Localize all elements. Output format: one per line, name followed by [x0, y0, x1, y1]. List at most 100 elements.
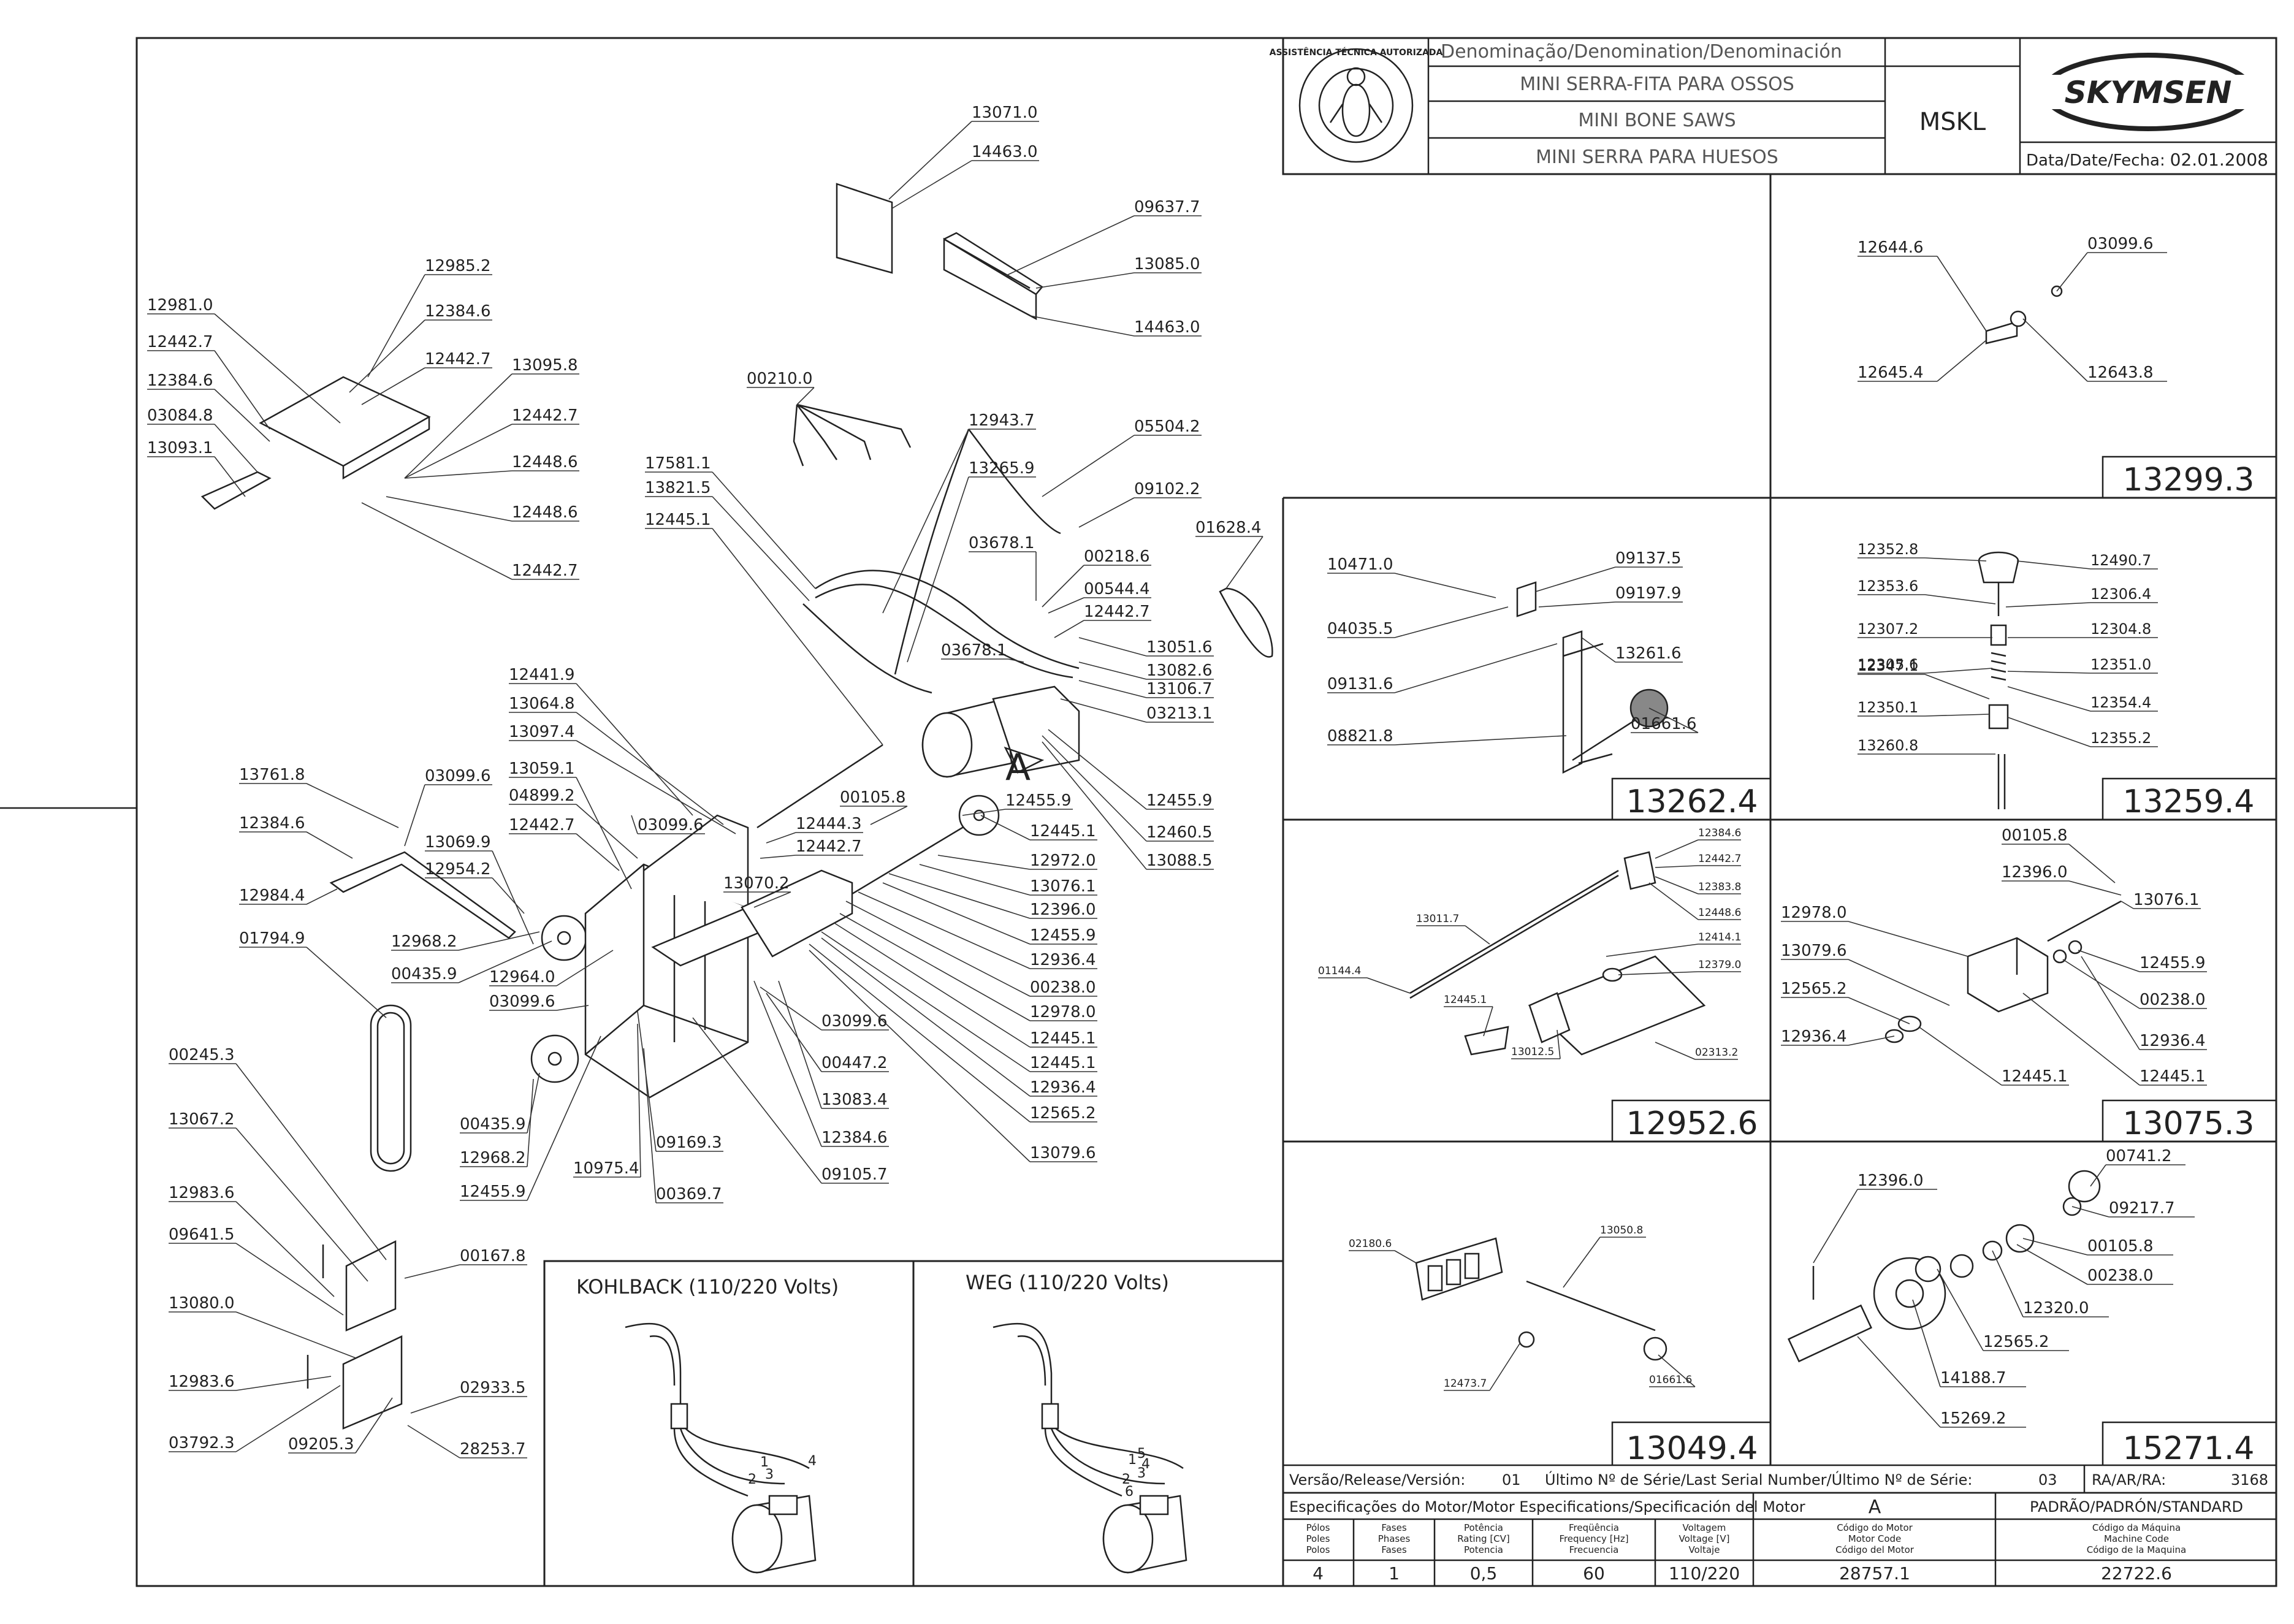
leader-line [2121, 901, 2134, 909]
authorized-service-badge [1298, 48, 1414, 163]
leader-line [1857, 1336, 1941, 1428]
part-number-label: 03678.1 [941, 641, 1007, 660]
part-number-label: 04899.2 [509, 787, 575, 805]
part-callout: 12444.3 [766, 815, 863, 844]
part-callout: 00741.2 [2090, 1147, 2185, 1187]
skymsen-logo [2026, 53, 2271, 131]
svg-text:Machine Code: Machine Code [2104, 1533, 2169, 1544]
part-callout: 12565.2 [1937, 1268, 2069, 1351]
leader-line [235, 1311, 356, 1359]
part-number-label: 12445.1 [645, 511, 711, 529]
leader-line [907, 476, 969, 663]
terminal-number: 3 [1137, 1466, 1146, 1481]
part-callout: 12972.0 [937, 852, 1097, 870]
part-number-label: 09169.3 [656, 1134, 722, 1152]
part-number-label: 12445.1 [1030, 1029, 1096, 1048]
part-number-label: 12384.6 [147, 372, 213, 390]
part-callout: 12304.8 [2008, 620, 2158, 638]
part-callout: 01144.4 [1318, 965, 1411, 994]
leader-line [1042, 735, 1147, 842]
leader-line [1937, 340, 1987, 382]
part-number-label: 12347.1 [1858, 657, 1918, 674]
version-value: 01 [1502, 1471, 1521, 1489]
part-number-label: 12964.0 [489, 968, 555, 986]
part-number-label: 12981.0 [147, 296, 213, 315]
part-callout: 12305.6 [1858, 656, 1993, 674]
part-number-label: 13821.5 [645, 479, 711, 497]
part-number-label: 13080.0 [169, 1294, 235, 1313]
part-number-label: 12455.9 [460, 1183, 526, 1201]
part-number-label: 12384.6 [821, 1129, 888, 1147]
wiring-kohlback-title: KOHLBACK (110/220 Volts) [576, 1275, 839, 1298]
leader-line [576, 712, 724, 825]
part-callout: 12442.7 [147, 333, 270, 430]
svg-text:Código do Motor: Código do Motor [1837, 1522, 1913, 1533]
leader-line [235, 1385, 341, 1452]
leader-line [1394, 1250, 1417, 1264]
part-callout: 13064.8 [509, 695, 724, 825]
detail-a-label: A [1005, 746, 1031, 789]
part-callout: 09197.9 [1538, 584, 1683, 608]
leader-line [576, 683, 693, 816]
part-number-label: 12936.4 [1781, 1027, 1847, 1046]
motor-spec-header: Especificações do Motor/Motor Especifica… [1289, 1498, 1805, 1515]
leader-line [1483, 1006, 1493, 1037]
part-number-label: 17581.1 [645, 454, 711, 473]
leader-line [962, 809, 1006, 816]
part-callout: 12943.7 [882, 411, 1036, 614]
part-number-label: 13067.2 [169, 1110, 235, 1129]
terminal-number: 5 [1137, 1446, 1146, 1462]
serial-label: Último Nº de Série/Last Serial Number/Úl… [1545, 1470, 1972, 1489]
part-callout: 00544.4 [1048, 580, 1151, 614]
part-callout: 13761.8 [239, 766, 399, 828]
part-callout: 12352.8 [1858, 541, 1987, 562]
part-callout: 03099.6 [2056, 235, 2167, 292]
assembly-13049-parts [1415, 1237, 1667, 1361]
part-callout: 12350.1 [1858, 699, 1990, 717]
part-number-label: 12455.9 [1005, 791, 1072, 810]
leader-line [778, 980, 822, 1109]
part-number-label: 12983.6 [169, 1373, 235, 1391]
part-callout: 12968.2 [391, 931, 540, 951]
part-number-label: 13050.8 [1600, 1224, 1643, 1237]
leader-line [306, 783, 399, 828]
part-number-label: 13093.1 [147, 439, 213, 457]
product-name-en: MINI BONE SAWS [1578, 110, 1736, 131]
part-callout: 14463.0 [891, 143, 1039, 209]
part-callout: 02313.2 [1655, 1042, 1738, 1060]
part-callout: 12936.4 [821, 937, 1097, 1097]
part-number-label: 12445.1 [2140, 1067, 2206, 1086]
leader-line [753, 891, 791, 908]
part-number-label: 13012.5 [1511, 1046, 1554, 1058]
part-number-label: 00245.3 [169, 1046, 235, 1064]
part-number-label: 09105.7 [821, 1165, 888, 1184]
part-callout: 12396.0 [2002, 863, 2122, 896]
part-callout: 03099.6 [404, 767, 492, 847]
leader-line [361, 502, 513, 580]
wiring-panels [543, 1260, 1284, 1587]
part-number-label: 12978.0 [1030, 1003, 1096, 1021]
spec-col-poles: Pólos Poles Polos [1306, 1522, 1330, 1555]
model-code: MSKL [1919, 108, 1986, 136]
leader-line [1912, 1299, 1941, 1387]
assembly-13049-code: 13049.4 [1626, 1430, 1758, 1467]
part-callout: 01661.6 [1631, 707, 1699, 733]
leader-line [1648, 882, 1699, 920]
part-callout: 00435.9 [391, 940, 552, 983]
part-number-label: 01794.9 [239, 929, 305, 948]
svg-text:Voltage [V]: Voltage [V] [1679, 1533, 1730, 1544]
leader-line [1035, 272, 1135, 289]
part-callout: 01628.4 [1195, 519, 1263, 589]
part-callout: 12383.8 [1655, 876, 1741, 894]
part-callout: 17581.1 [645, 454, 816, 589]
part-callout: 12954.2 [425, 860, 525, 914]
leader-line [753, 980, 822, 1147]
leader-line [1394, 735, 1567, 745]
leader-line [1848, 921, 1968, 957]
part-number-label: 14463.0 [972, 143, 1038, 161]
leader-line [1606, 944, 1699, 957]
svg-text:Frecuencia: Frecuencia [1569, 1544, 1619, 1555]
leader-line [1394, 643, 1558, 693]
leader-line [833, 922, 1031, 1048]
